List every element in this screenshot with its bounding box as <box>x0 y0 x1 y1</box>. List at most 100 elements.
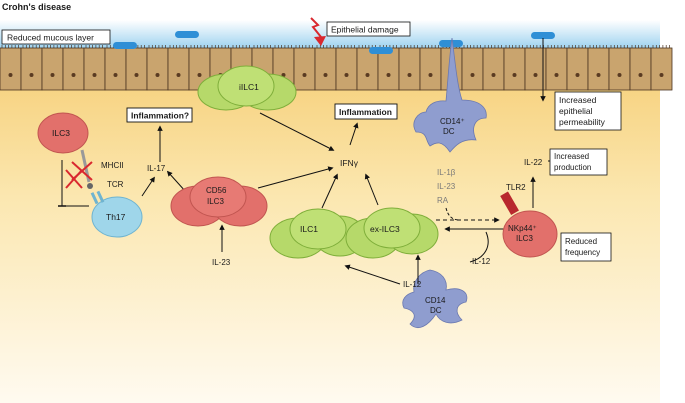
ilc3-label: ILC3 <box>52 128 70 138</box>
cd56-to-il17-arrow <box>166 170 187 193</box>
increased-production-line1: Increased <box>554 152 589 161</box>
nucleus <box>638 73 643 77</box>
microvilli <box>253 45 271 48</box>
ex-ilc3-cell-cluster <box>345 207 439 259</box>
ilc1-to-ifng-arrow <box>321 173 338 209</box>
page-title: Crohn's disease <box>2 2 71 12</box>
microvilli <box>547 45 565 48</box>
microvilli <box>400 45 418 48</box>
microvilli <box>337 45 355 48</box>
il17-label: IL-17 <box>147 164 166 173</box>
nucleus <box>491 73 496 77</box>
cd14-dc-top-label-line2: DC <box>443 127 455 136</box>
epithelial-cell <box>62 47 85 91</box>
nucleus <box>8 73 13 77</box>
reduced-frequency-box <box>560 232 612 262</box>
microvilli <box>589 45 607 48</box>
il23-right-label: IL-23 <box>437 182 456 191</box>
increased-production-line2: production <box>554 163 591 172</box>
il12-right-curve <box>469 231 489 263</box>
tcr-label: TCR <box>107 180 124 189</box>
microvilli <box>211 45 229 48</box>
nucleus <box>71 73 76 77</box>
epithelial-cell <box>608 47 631 91</box>
epithelial-cell <box>293 47 316 91</box>
cd14-dc-bottom-label-line2: DC <box>430 306 442 315</box>
nucleus <box>155 73 160 77</box>
microvilli <box>64 45 82 48</box>
nucleus <box>512 73 517 77</box>
epithelial-cell <box>377 47 400 91</box>
iilc1-cell-cluster <box>197 65 297 111</box>
microvilli <box>610 45 628 48</box>
epithelial-cell <box>629 47 652 91</box>
tlr2-receptor <box>500 191 519 216</box>
il23-left-label: IL-23 <box>212 258 231 267</box>
nucleus <box>29 73 34 77</box>
exilc3-to-ifng-arrow <box>364 173 379 206</box>
microvilli <box>463 45 481 48</box>
ilc1-label: ILC1 <box>300 224 318 234</box>
mucus-blob <box>113 42 137 49</box>
microvilli <box>379 45 397 48</box>
il12-bottom-label: IL-12 <box>403 280 422 289</box>
nucleus <box>344 73 349 77</box>
lightning-icon <box>310 17 322 38</box>
microvilli <box>85 45 103 48</box>
epithelial-cell <box>461 47 484 91</box>
nucleus <box>533 73 538 77</box>
epithelial-cell <box>83 47 106 91</box>
inflammation-label: Inflammation <box>339 107 392 117</box>
microvilli <box>652 45 670 48</box>
ifng-label: IFNγ <box>340 158 359 168</box>
cd14-dc-bottom-label-line1: CD14 <box>425 296 446 305</box>
epithelial-cell <box>650 47 673 91</box>
microvilli <box>1 45 19 48</box>
cd14-dc-top-label-line1: CD14⁺ <box>440 117 465 126</box>
damage-arrow-icon <box>314 36 326 46</box>
cd14-dc-top-cell <box>413 37 487 153</box>
nucleus <box>386 73 391 77</box>
cytokine-curve-arrow <box>445 207 461 221</box>
nucleus <box>554 73 559 77</box>
il22-label: IL-22 <box>524 158 543 167</box>
microvilli <box>631 45 649 48</box>
ilc3-cell <box>37 112 89 154</box>
epithelial-cell <box>0 47 22 91</box>
th17-label: Th17 <box>106 212 126 222</box>
il12-right-label: IL-12 <box>472 257 491 266</box>
inflammation-box <box>334 103 398 120</box>
il12-to-ilc1-arrow <box>344 264 401 285</box>
ex-ilc3-label: ex-ILC3 <box>370 224 400 234</box>
microvilli <box>295 45 313 48</box>
permeability-label-box <box>554 91 622 131</box>
epithelial-cell <box>104 47 127 91</box>
th17-to-il17-arrow <box>141 176 155 197</box>
epithelial-cell <box>167 47 190 91</box>
microvilli <box>274 45 292 48</box>
microvilli <box>526 45 544 48</box>
nucleus <box>92 73 97 77</box>
epithelial-cell <box>419 47 442 91</box>
epithelial-cell <box>545 47 568 91</box>
microvilli <box>484 45 502 48</box>
permeability-label-line3: permeability <box>559 117 606 127</box>
microvilli <box>43 45 61 48</box>
cross-icon <box>65 169 83 189</box>
reduced-mucous-layer-label: Reduced mucous layer <box>7 33 94 43</box>
nucleus <box>596 73 601 77</box>
nkp44-ilc3-label-line1: NKp44⁺ <box>508 224 537 233</box>
antigen-icon <box>87 183 93 189</box>
ifng-to-inflammation-arrow <box>349 122 359 146</box>
ra-label: RA <box>437 196 449 205</box>
tcr-molecule <box>90 192 99 205</box>
mhcii-label: MHCII <box>101 161 124 170</box>
microvilli <box>505 45 523 48</box>
nucleus <box>428 73 433 77</box>
nucleus <box>281 73 286 77</box>
epithelial-damage-label: Epithelial damage <box>331 25 399 35</box>
nucleus <box>575 73 580 77</box>
nucleus <box>659 73 664 77</box>
epithelial-cell <box>41 47 64 91</box>
